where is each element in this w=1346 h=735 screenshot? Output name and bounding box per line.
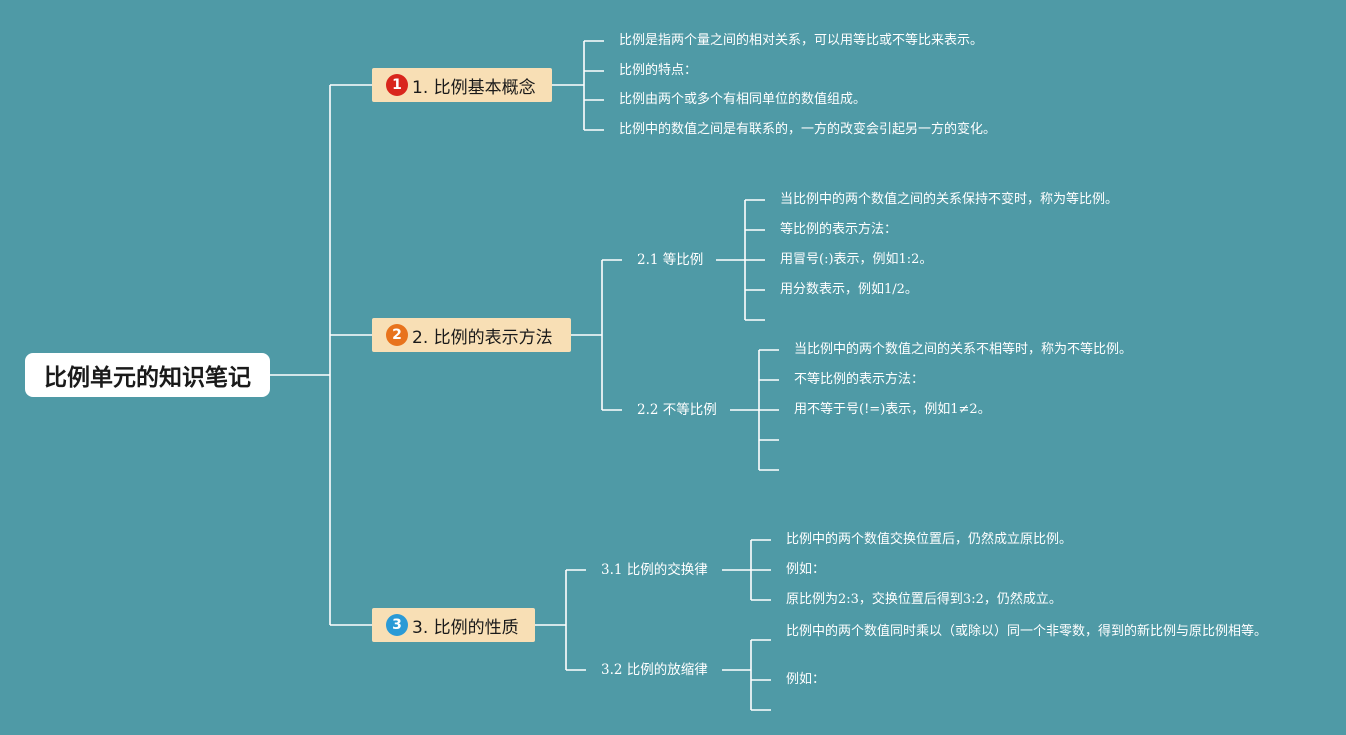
badge-2-icon: 2 (386, 324, 408, 346)
badge-1-icon: 1 (386, 74, 408, 96)
leaf-2-2-2: 不等比例的表示方法： (794, 372, 925, 387)
root-node[interactable]: 比例单元的知识笔记 (25, 353, 270, 397)
leaf-3-2-1: 比例中的两个数值同时乘以（或除以）同一个非零数，得到的新比例与原比例相等。 (786, 624, 1268, 639)
leaf-1-3: 比例由两个或多个有相同单位的数值组成。 (619, 92, 867, 107)
leaf-3-1-1: 比例中的两个数值交换位置后，仍然成立原比例。 (786, 532, 1073, 547)
badge-3-icon: 3 (386, 614, 408, 636)
leaf-2-2-1: 当比例中的两个数值之间的关系不相等时，称为不等比例。 (794, 342, 1133, 357)
leaf-3-2-2: 例如： (786, 672, 826, 687)
leaf-3-1-2: 例如： (786, 562, 826, 577)
leaf-3-1-3: 原比例为2:3，交换位置后得到3:2，仍然成立。 (786, 592, 1062, 607)
leaf-2-1-1: 当比例中的两个数值之间的关系保持不变时，称为等比例。 (780, 192, 1119, 207)
section-1-node[interactable]: 1 1. 比例基本概念 (372, 68, 552, 102)
section-3-node[interactable]: 3 3. 比例的性质 (372, 608, 535, 642)
leaf-2-2-3: 用不等于号(!=)表示，例如1≠2。 (794, 402, 991, 417)
section-3-title: 3. 比例的性质 (412, 617, 519, 638)
leaf-2-1-4: 用分数表示，例如1/2。 (780, 282, 918, 297)
leaf-1-4: 比例中的数值之间是有联系的，一方的改变会引起另一方的变化。 (619, 122, 997, 137)
leaf-1-1: 比例是指两个量之间的相对关系，可以用等比或不等比来表示。 (619, 33, 984, 48)
root-title: 比例单元的知识笔记 (44, 365, 251, 391)
section-2-node[interactable]: 2 2. 比例的表示方法 (372, 318, 571, 352)
leaf-2-1-2: 等比例的表示方法： (780, 222, 898, 237)
section-2-title: 2. 比例的表示方法 (412, 327, 553, 348)
subsection-2-1[interactable]: 2.1 等比例 (637, 252, 704, 268)
leaf-2-1-3: 用冒号(:)表示，例如1:2。 (780, 252, 933, 267)
subsection-3-1[interactable]: 3.1 比例的交换律 (601, 562, 708, 578)
leaf-1-2: 比例的特点： (619, 63, 698, 78)
section-1-title: 1. 比例基本概念 (412, 77, 536, 98)
subsection-3-2[interactable]: 3.2 比例的放缩律 (601, 662, 708, 678)
subsection-2-2[interactable]: 2.2 不等比例 (637, 402, 717, 418)
